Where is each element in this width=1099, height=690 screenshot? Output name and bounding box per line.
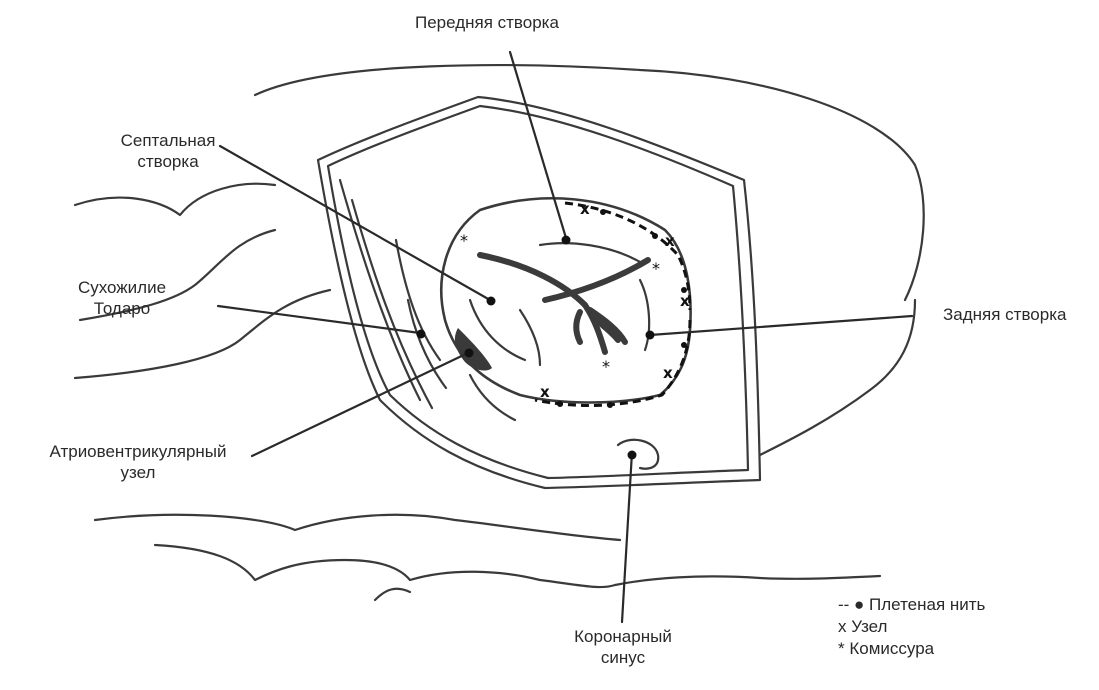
leader-av-node [252, 352, 470, 456]
label-tendon-line2: Тодаро [66, 298, 178, 319]
label-coronary-sinus: Коронарный синус [558, 626, 688, 668]
leader-tendon [218, 306, 420, 333]
knot-mark: x [665, 232, 675, 250]
label-septal-leaflet-line1: Септальная [108, 130, 228, 151]
label-tendon-of-todaro: Сухожилие Тодаро [66, 277, 178, 319]
pointer-dot-av-node [465, 349, 474, 358]
valve-annulus [441, 198, 690, 402]
label-av-node-line1: Атриовентрикулярный [36, 441, 240, 462]
pointer-dot-septal [487, 297, 496, 306]
label-coronary-sinus-line2: синус [558, 647, 688, 668]
legend: -- ● Плетеная нить x Узел * Комиссура [838, 594, 985, 660]
heart-outline-right [760, 300, 915, 455]
heart-outline-bottom [95, 515, 620, 540]
label-anterior-leaflet: Передняя створка [415, 12, 559, 33]
suture-dot [607, 402, 613, 408]
label-septal-leaflet: Септальная створка [108, 130, 228, 172]
coaptation-branch-3 [576, 312, 580, 342]
suture-dot [681, 342, 687, 348]
atrial-wall-outer [318, 97, 760, 488]
knot-mark: x [663, 364, 673, 382]
legend-knot: x Узел [838, 616, 985, 638]
commissure-mark: * [460, 231, 468, 250]
coaptation-line-2 [545, 260, 648, 300]
coronary-sinus-opening [618, 440, 658, 469]
leader-septal [220, 146, 490, 300]
leader-coronary-sinus [622, 452, 632, 622]
leaflet-curve-3 [520, 310, 540, 365]
heart-outline-bottom-left-tail [375, 589, 410, 600]
suture-dot [600, 209, 606, 215]
pointer-dot-anterior [562, 236, 571, 245]
pointer-dot-posterior [646, 331, 655, 340]
av-node [455, 328, 492, 370]
heart-outline-bottom-2 [155, 545, 880, 587]
knot-mark: x [680, 292, 690, 310]
pointer-dot-coronary-sinus [628, 451, 637, 460]
leader-anterior [510, 52, 566, 238]
label-av-node-line2: узел [36, 462, 240, 483]
suture-dot [557, 401, 563, 407]
label-tendon-line1: Сухожилие [66, 277, 178, 298]
commissure-mark: * [602, 357, 610, 376]
leaflet-curve-4 [640, 280, 649, 350]
label-av-node: Атриовентрикулярный узел [36, 441, 240, 483]
pointer-dot-tendon [417, 330, 426, 339]
heart-outline-top [255, 65, 924, 300]
legend-braided-thread: -- ● Плетеная нить [838, 594, 985, 616]
knot-mark: x [580, 200, 590, 218]
knot-mark: x [540, 383, 550, 401]
label-septal-leaflet-line2: створка [108, 151, 228, 172]
suture-dot [652, 233, 658, 239]
label-coronary-sinus-line1: Коронарный [558, 626, 688, 647]
label-posterior-leaflet: Задняя створка [943, 304, 1066, 325]
commissure-mark: * [652, 259, 660, 278]
heart-outline-upper-left [75, 184, 275, 215]
rib-4 [408, 300, 446, 388]
coaptation-line-1 [480, 255, 585, 305]
leaflet-curve-1 [540, 243, 640, 262]
legend-commissure: * Комиссура [838, 638, 985, 660]
